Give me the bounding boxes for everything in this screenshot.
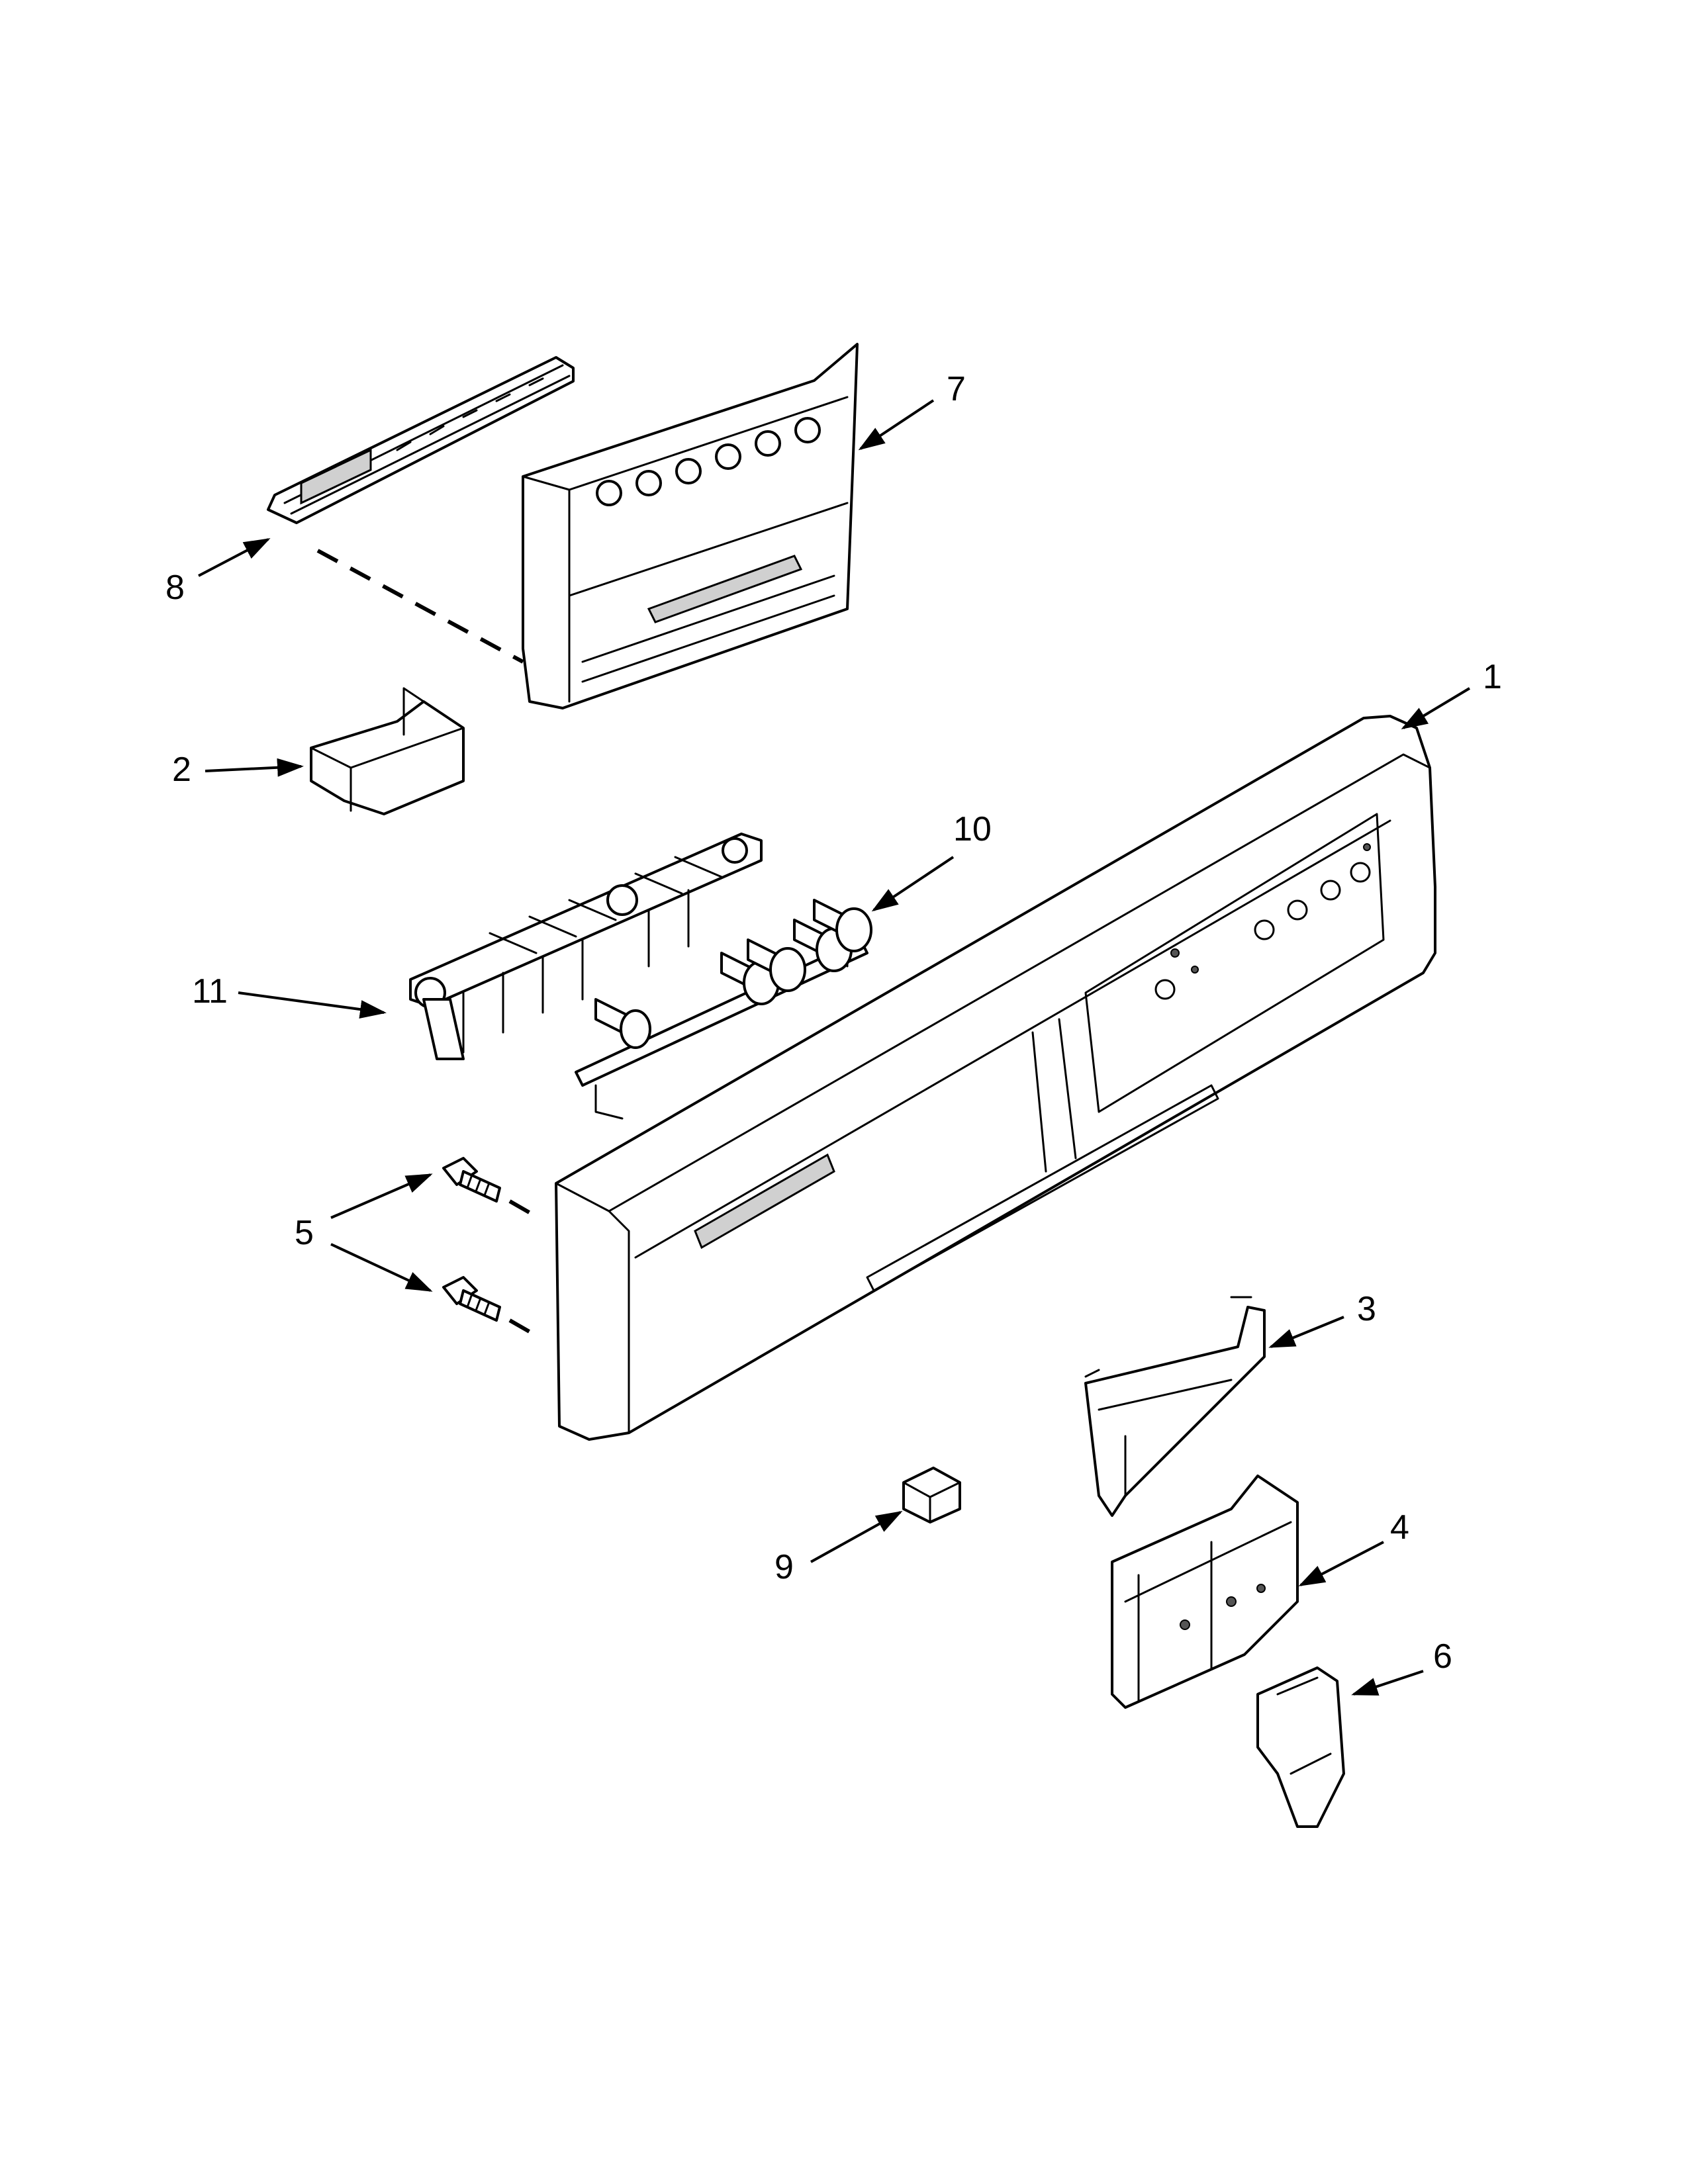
part-6-slide-switch (1256, 1666, 1345, 1828)
alignment-line-screw-lower (508, 1318, 538, 1338)
callout-2: 2 (172, 751, 191, 789)
button-knob (813, 899, 872, 952)
part-10-buttons (575, 899, 872, 1120)
part-3-latch-bracket (1084, 1296, 1266, 1517)
part-1-console-panel (555, 715, 1436, 1441)
button-knob (594, 998, 651, 1049)
leader-2 (205, 758, 304, 777)
leader-9 (810, 1511, 903, 1563)
part-2-clip (310, 687, 465, 815)
callout-10: 10 (953, 810, 992, 848)
leader-10 (871, 856, 955, 912)
leader-11 (238, 991, 387, 1019)
leader-6 (1351, 1670, 1424, 1696)
callout-4: 4 (1390, 1508, 1409, 1547)
callout-11: 11 (192, 972, 228, 1011)
leader-1 (1401, 687, 1471, 730)
callout-8: 8 (165, 569, 185, 607)
leader-3 (1268, 1316, 1344, 1348)
leader-4 (1298, 1541, 1384, 1586)
part-5-screw-upper (442, 1157, 501, 1203)
alignment-line-8-7 (316, 549, 524, 664)
leader-8 (198, 538, 271, 577)
callout-1: 1 (1483, 658, 1502, 696)
part-4-door-latch (1111, 1475, 1299, 1709)
callout-9: 9 (774, 1548, 794, 1586)
leader-5a (330, 1173, 433, 1219)
part-5-screw-lower (442, 1276, 501, 1322)
part-8-bracket (267, 356, 575, 524)
callout-3: 3 (1357, 1290, 1376, 1328)
callout-6: 6 (1433, 1637, 1452, 1676)
leader-7 (858, 399, 935, 451)
alignment-line-screw-upper (508, 1199, 538, 1218)
callout-5: 5 (295, 1214, 314, 1252)
callout-7: 7 (947, 370, 966, 408)
leader-5b (330, 1243, 433, 1292)
part-11-button-carrier (409, 833, 763, 1060)
part-9-switch (902, 1467, 961, 1524)
button-knob (747, 938, 806, 992)
part-7-control-module (522, 343, 859, 709)
